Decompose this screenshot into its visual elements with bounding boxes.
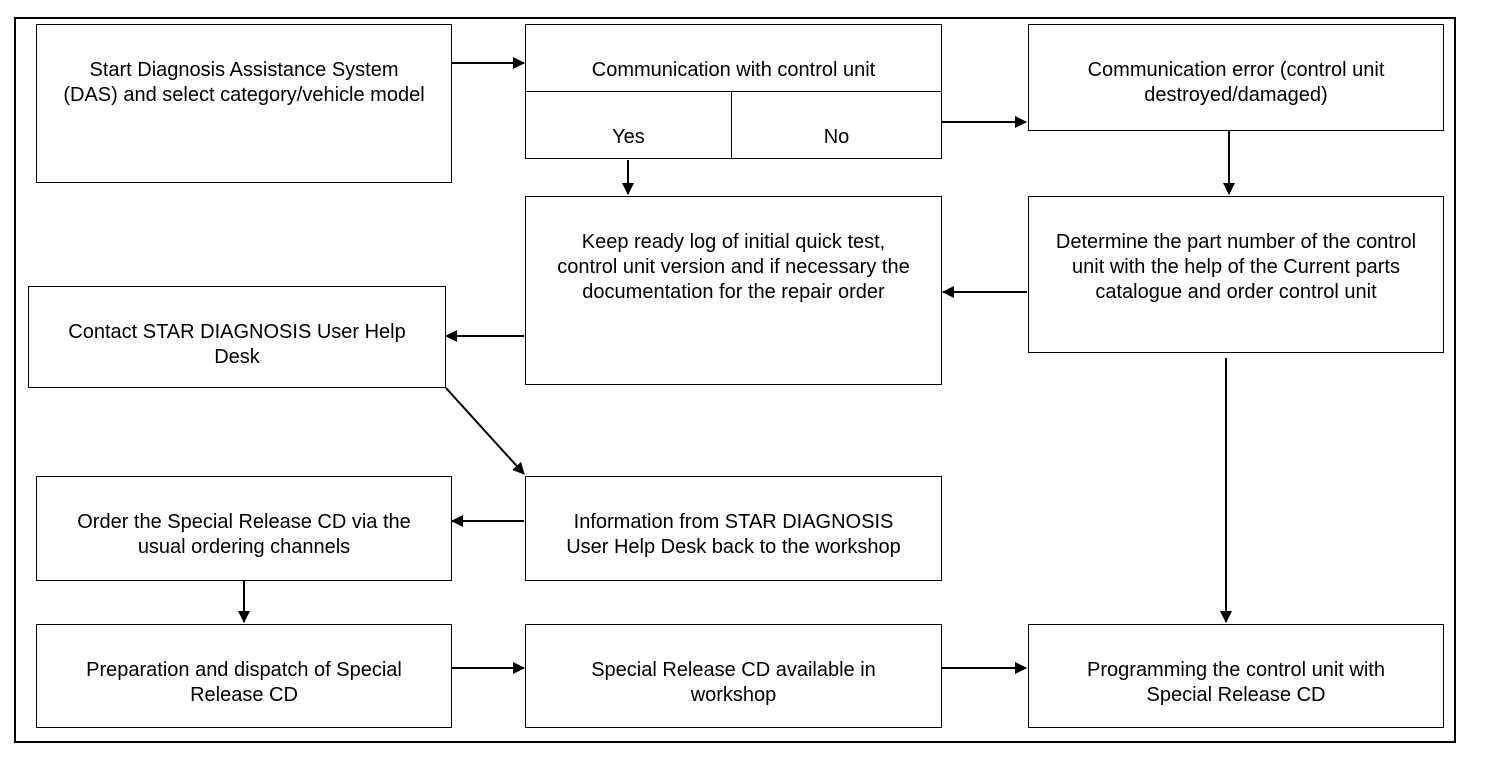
box-info-back: Information from STAR DIAGNOSIS User Hel… (525, 476, 942, 581)
arrow-contact-to-info (445, 387, 525, 475)
box-cd-available: Special Release CD available in workshop (525, 624, 942, 728)
box-preparation: Preparation and dispatch of Special Rele… (36, 624, 452, 728)
box-info-back-text: Information from STAR DIAGNOSIS User Hel… (566, 511, 901, 558)
box-start-das: Start Diagnosis Assistance System (DAS) … (36, 24, 452, 183)
box-communication-error: Communication error (control unit destro… (1028, 24, 1444, 131)
box-contact-help-desk: Contact STAR DIAGNOSIS User Help Desk (28, 286, 446, 388)
box-contact-help-desk-text: Contact STAR DIAGNOSIS User Help Desk (68, 321, 406, 368)
box-communication-text: Communication with control unit (591, 59, 876, 81)
no-label: No (823, 126, 850, 148)
cell-no: No (732, 92, 941, 158)
box-communication: Communication with control unit Yes No (525, 24, 942, 159)
box-programming-text: Programming the control unit with Specia… (1087, 659, 1385, 706)
box-programming: Programming the control unit with Specia… (1028, 624, 1444, 728)
yes-label: Yes (612, 126, 645, 148)
box-preparation-text: Preparation and dispatch of Special Rele… (86, 659, 402, 706)
box-keep-log-text: Keep ready log of initial quick test, co… (557, 231, 910, 303)
diagram-frame (14, 17, 1456, 743)
box-determine-part-text: Determine the part number of the control… (1055, 231, 1417, 303)
box-communication-error-text: Communication error (control unit destro… (1087, 59, 1385, 106)
box-order-cd-text: Order the Special Release CD via the usu… (77, 511, 411, 558)
yes-no-row: Yes No (526, 91, 941, 158)
cell-yes: Yes (526, 92, 732, 158)
box-order-cd: Order the Special Release CD via the usu… (36, 476, 452, 581)
box-keep-log: Keep ready log of initial quick test, co… (525, 196, 942, 385)
box-start-das-text: Start Diagnosis Assistance System (DAS) … (63, 59, 425, 106)
box-determine-part: Determine the part number of the control… (1028, 196, 1444, 353)
box-cd-available-text: Special Release CD available in workshop (591, 659, 876, 706)
